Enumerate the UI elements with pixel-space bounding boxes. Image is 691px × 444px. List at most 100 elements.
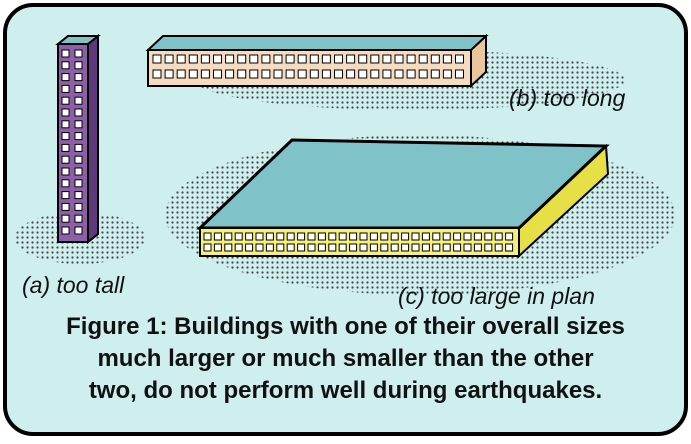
window <box>74 214 83 223</box>
window <box>390 232 399 241</box>
window <box>390 243 399 252</box>
long-building-windows <box>152 54 464 79</box>
window <box>359 232 368 241</box>
window <box>188 54 198 64</box>
window <box>453 243 462 252</box>
large-building-windows <box>203 232 514 252</box>
window <box>349 243 358 252</box>
window <box>203 243 212 252</box>
window <box>411 243 420 252</box>
label-too-tall: (a) too tall <box>22 272 125 298</box>
window <box>273 54 283 64</box>
window <box>74 84 83 93</box>
window <box>176 69 186 79</box>
window <box>61 226 70 235</box>
window <box>237 54 247 64</box>
window <box>164 54 174 64</box>
window <box>273 69 283 79</box>
window <box>494 243 503 252</box>
window <box>74 108 83 117</box>
window <box>463 243 472 252</box>
window <box>265 232 274 241</box>
window <box>61 191 70 200</box>
window <box>297 69 307 79</box>
window <box>261 69 271 79</box>
window <box>61 61 70 70</box>
window <box>74 191 83 200</box>
window <box>74 96 83 105</box>
window <box>213 232 222 241</box>
window <box>394 69 404 79</box>
window <box>505 243 514 252</box>
window <box>328 232 337 241</box>
window <box>455 54 464 64</box>
window <box>406 69 416 79</box>
window <box>188 69 198 79</box>
window <box>74 167 83 176</box>
caption-line-2: much larger or much smaller than the oth… <box>97 345 594 372</box>
window <box>369 232 378 241</box>
window <box>369 243 378 252</box>
window <box>74 226 83 235</box>
window <box>213 54 222 64</box>
window <box>203 232 212 241</box>
window <box>421 243 430 252</box>
window <box>74 143 83 152</box>
large-building-face <box>199 227 520 257</box>
window <box>224 243 233 252</box>
window <box>307 243 316 252</box>
window <box>505 232 514 241</box>
window <box>286 232 295 241</box>
window <box>359 243 368 252</box>
window <box>370 54 380 64</box>
window <box>285 69 295 79</box>
window <box>61 84 70 93</box>
window <box>265 243 274 252</box>
window <box>411 232 420 241</box>
window <box>297 54 307 64</box>
window <box>286 243 295 252</box>
window <box>200 54 210 64</box>
window <box>74 61 83 70</box>
window <box>255 243 264 252</box>
window <box>307 232 316 241</box>
window <box>61 132 70 141</box>
window <box>276 232 285 241</box>
window <box>380 232 389 241</box>
window <box>442 232 451 241</box>
window <box>200 69 210 79</box>
window <box>61 155 70 164</box>
tall-building-windows <box>61 49 83 235</box>
window <box>309 69 319 79</box>
window <box>61 143 70 152</box>
window <box>255 232 264 241</box>
window <box>430 54 440 64</box>
window <box>317 232 326 241</box>
window <box>74 49 83 58</box>
window <box>442 54 452 64</box>
window <box>406 54 416 64</box>
window <box>61 49 70 58</box>
window <box>61 202 70 211</box>
window <box>346 54 356 64</box>
window <box>453 232 462 241</box>
window <box>328 243 337 252</box>
window <box>455 69 464 79</box>
window <box>473 243 482 252</box>
window <box>484 232 493 241</box>
window <box>249 54 259 64</box>
window <box>245 232 254 241</box>
long-building-roof <box>145 35 489 51</box>
window <box>61 167 70 176</box>
window <box>74 120 83 129</box>
window <box>370 69 380 79</box>
window <box>418 54 428 64</box>
window <box>61 214 70 223</box>
window <box>442 69 452 79</box>
window <box>61 108 70 117</box>
label-too-large-in-plan: (c) too large in plan <box>398 283 595 309</box>
window <box>61 96 70 105</box>
window <box>432 232 441 241</box>
window <box>442 243 451 252</box>
